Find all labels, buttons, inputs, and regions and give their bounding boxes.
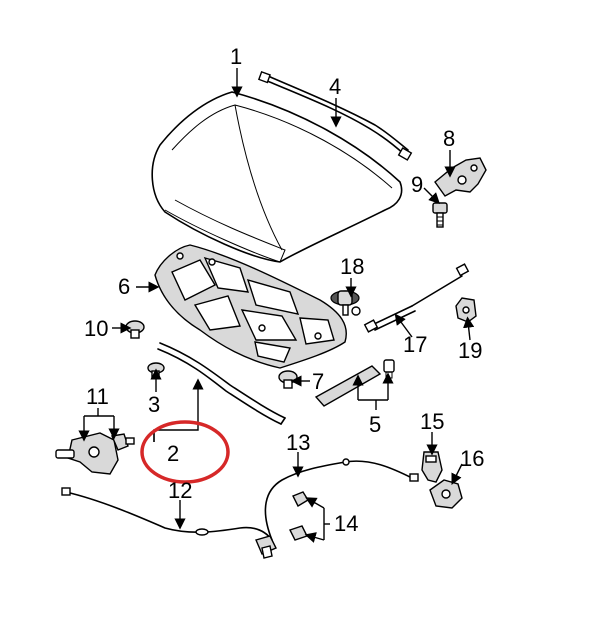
hood-release-cable <box>61 487 273 541</box>
label-2: 2 <box>167 441 179 466</box>
label-12: 12 <box>168 478 192 503</box>
label-16: 16 <box>460 446 484 471</box>
label-14: 14 <box>334 511 358 536</box>
release-handle <box>421 451 443 483</box>
label-5: 5 <box>369 412 381 437</box>
label-10: 10 <box>84 316 108 341</box>
label-1: 1 <box>230 44 242 69</box>
label-17: 17 <box>403 332 427 357</box>
hood-panel <box>151 91 403 263</box>
cable-clips <box>255 491 309 559</box>
release-cable-upper <box>264 458 419 541</box>
part-labels: 1 2 3 4 5 6 7 8 9 10 11 12 13 14 15 16 1… <box>84 44 484 536</box>
label-18: 18 <box>340 254 364 279</box>
label-7: 7 <box>312 369 324 394</box>
label-19: 19 <box>458 338 482 363</box>
handle-bracket <box>429 479 463 509</box>
leader-lines <box>78 68 475 543</box>
front-seal-strip <box>157 342 286 425</box>
retainer-clip-7 <box>278 370 298 389</box>
label-13: 13 <box>286 430 310 455</box>
label-8: 8 <box>443 126 455 151</box>
hood-inner-panel <box>154 244 347 369</box>
label-3: 3 <box>148 392 160 417</box>
label-4: 4 <box>329 74 341 99</box>
label-15: 15 <box>420 409 444 434</box>
label-9: 9 <box>411 172 423 197</box>
hood-support-strut <box>363 263 470 333</box>
hood-seal-strip <box>257 70 413 161</box>
hood-hinge <box>434 157 487 197</box>
strut-bracket <box>455 297 477 323</box>
side-seal-strip <box>314 359 395 407</box>
retainer-clip-10 <box>125 320 145 339</box>
highlight-circle <box>140 420 230 484</box>
label-6: 6 <box>118 274 130 299</box>
hinge-bolt <box>432 202 448 228</box>
hood-latch <box>55 432 135 475</box>
label-11: 11 <box>86 384 109 409</box>
